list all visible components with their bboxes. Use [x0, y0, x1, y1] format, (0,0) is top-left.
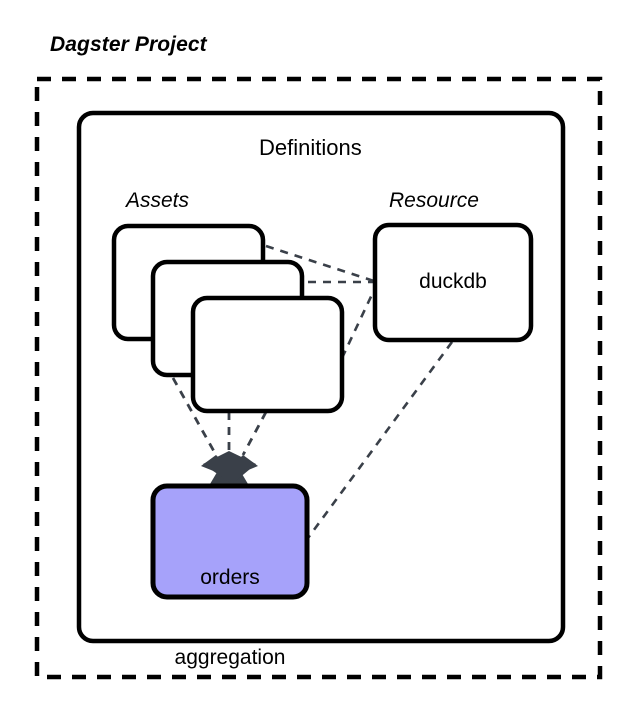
assets-group-label: Assets	[126, 189, 190, 212]
resource-group-label: Resource	[389, 189, 479, 212]
orders-aggregation-node-label: orders aggregation	[153, 511, 307, 713]
orders-aggregation-node[interactable]	[150, 483, 310, 600]
project-title: Dagster Project	[50, 33, 207, 56]
duckdb-node-label: duckdb	[419, 270, 487, 293]
asset-card-3[interactable]	[190, 295, 345, 414]
orders-aggregation-line-1: orders	[200, 565, 260, 589]
arrowhead-merged-body	[203, 451, 256, 484]
edges-assets-to-orders	[171, 377, 268, 456]
edges-assets-to-duckdb	[265, 244, 378, 359]
edge-duckdb-orders	[306, 341, 454, 539]
orders-aggregation-line-2: aggregation	[174, 646, 286, 670]
edge-asset1-duckdb	[265, 244, 375, 283]
dagster-project-container	[34, 76, 603, 680]
arrowhead-group	[201, 451, 258, 484]
duckdb-node[interactable]	[372, 222, 534, 343]
edge-asset3-duckdb	[340, 285, 378, 359]
definitions-label: Definitions	[259, 135, 362, 160]
